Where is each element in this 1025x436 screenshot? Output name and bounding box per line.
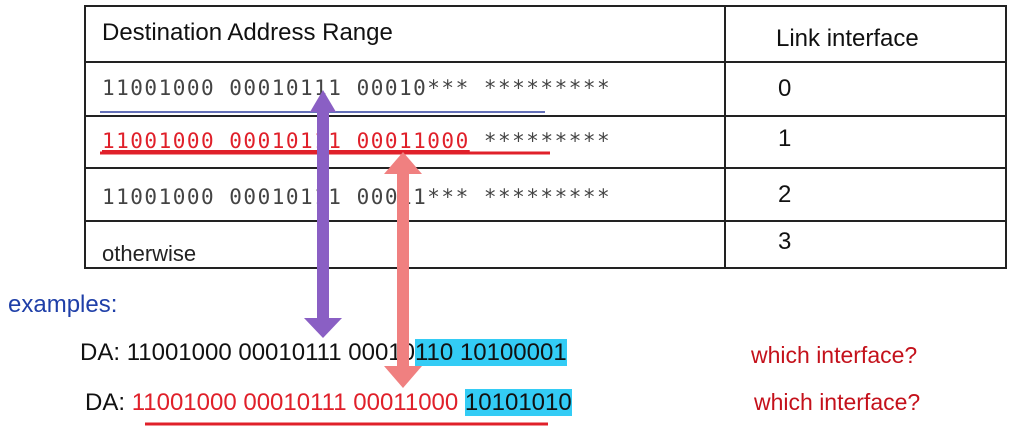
range-text: otherwise <box>102 241 197 266</box>
example-da-2: DA: 11001000 00010111 00011000 10101010 <box>85 389 572 417</box>
table-row-0-range: 11001000 00010111 00010*** ********* <box>86 63 726 117</box>
purple-arrow-head-up <box>310 90 336 112</box>
table-row-2-range: 11001000 00010111 00011*** ********* <box>86 169 726 222</box>
which-interface-question-2: which interface? <box>754 389 921 415</box>
purple-arrow-head-down <box>304 318 342 338</box>
range-text: 11001000 00010111 00011*** ********* <box>102 185 612 209</box>
red-arrow-head-down <box>384 366 422 388</box>
range-text: 11001000 00010111 00010*** ********* <box>102 76 612 100</box>
red-arrow-head-up <box>384 152 422 174</box>
table-row-1-interface: 1 <box>726 117 1007 169</box>
header-range: Destination Address Range <box>102 19 393 46</box>
header-range-cell: Destination Address Range <box>86 7 726 63</box>
da-prefix: DA: <box>85 389 132 416</box>
range-tail: ********* <box>469 129 612 153</box>
da-red-bits: 11001000 00010111 00011000 <box>131 389 459 416</box>
table-row-2-interface: 2 <box>726 169 1007 222</box>
header-interface: Link interface <box>776 25 919 52</box>
table-row-0-interface: 0 <box>726 63 1007 117</box>
interface-value: 3 <box>778 228 792 255</box>
interface-value: 1 <box>778 125 792 152</box>
da-prefix: DA: <box>80 339 127 366</box>
interface-value: 2 <box>778 181 792 208</box>
which-interface-question-1: which interface? <box>751 342 918 368</box>
example-da-1: DA: 11001000 00010111 00010110 10100001 <box>80 339 567 367</box>
examples-label: examples: <box>8 291 118 318</box>
table-row-3-interface: 3 <box>726 222 1007 269</box>
interface-value: 0 <box>778 75 792 102</box>
da-highlight: 10101010 <box>464 389 572 416</box>
header-interface-cell: Link interface <box>726 7 1007 63</box>
forwarding-table: Destination Address Range Link interface… <box>84 5 1007 269</box>
da-highlight: 110 10100001 <box>414 339 567 366</box>
